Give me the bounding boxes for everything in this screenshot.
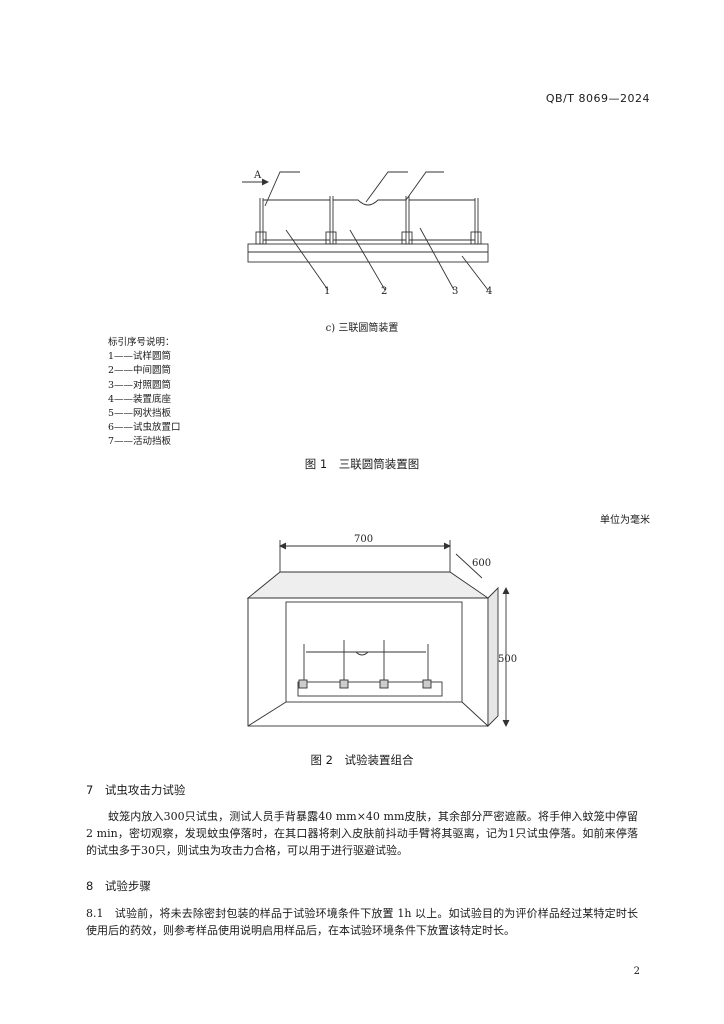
dim-depth-label: 600 [472,558,491,569]
dim-depth-line [455,553,483,579]
callout-leader-4 [461,255,489,291]
dim-height-label: 500 [498,654,517,665]
box-inner-back [285,601,463,703]
figure1-subcaption: c) 三联圆筒装置 [325,323,399,334]
top-leader-middle [365,171,408,203]
callout-leader-2 [349,229,386,291]
callout-3: 3 [452,286,458,297]
box-right-panel [487,586,499,728]
clamp-2 [325,231,337,245]
callout-leader-1 [285,229,329,291]
section-arrowhead [261,178,270,186]
section-7-body: 蚊笼内放入300只试虫，测试人员手背暴露40 mm×40 mm皮肤，其余部分严密… [86,810,638,857]
dim-width-label: 700 [354,534,373,545]
standard-number: QB/T 8069—2024 [545,92,650,105]
clamp-3 [401,231,413,245]
callout-1: 1 [324,286,330,297]
box-front-frame [247,597,489,727]
box-top-panel [246,571,490,599]
legend-item: 1——试样圆筒 [108,351,172,363]
device-base [247,243,489,263]
legend-item: 5——网状挡板 [108,408,172,420]
page-number: 2 [633,966,640,977]
top-leader-left [264,171,300,207]
legend-item: 3——对照圆筒 [108,379,172,391]
section-7-heading: 7 试虫攻击力试验 [86,783,186,797]
top-leader-right [405,171,444,201]
clamp-1 [255,231,267,245]
inner-device-base [297,681,443,697]
figure2-drawing: 700 600 500 [246,534,517,728]
figure1-caption: 图 1 三联圆筒装置图 [304,457,420,471]
legend-title: 标引序号说明： [108,337,175,348]
callout-2: 2 [381,286,387,297]
figure1-drawing: A 1 2 3 4 [242,170,492,297]
callout-leader-3 [419,227,455,291]
cylinder-2-top [333,199,406,206]
legend-item: 4——装置底座 [108,393,172,405]
clamp-4 [470,231,482,245]
legend-item: 7——活动挡板 [108,436,172,448]
figure1-legend: 标引序号说明： 1——试样圆筒 2——中间圆筒 3——对照圆筒 4——装置底座 … [108,336,181,450]
legend-item: 6——试虫放置口 [108,422,181,434]
figure2-caption: 图 2 试验装置组合 [310,753,414,767]
legend-item: 2——中间圆筒 [108,365,172,377]
clause-8-1: 8.1 试验前，将未去除密封包装的样品于试验环境条件下放置 1h 以上。如试验目… [86,907,638,937]
callout-4: 4 [486,286,492,297]
section-label-a: A [253,170,262,181]
unit-note: 单位为毫米 [600,515,650,526]
section-8-heading: 8 试验步骤 [86,879,151,893]
